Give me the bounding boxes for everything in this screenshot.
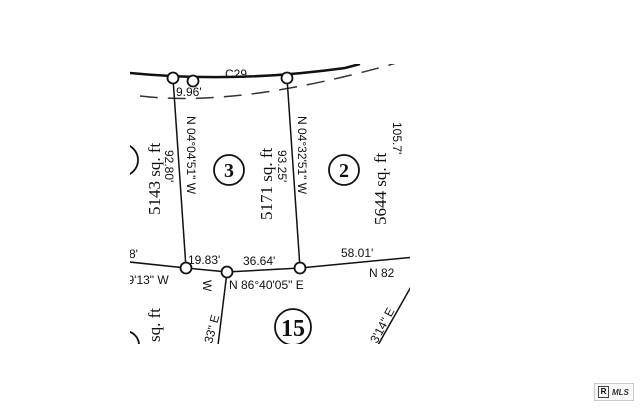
lot-line-left (172, 77, 187, 269)
segment-label: 58.01' (341, 246, 373, 260)
mls-label: MLS (612, 387, 629, 397)
mls-badge: R MLS (594, 383, 634, 401)
lot-number: 3 (224, 160, 234, 182)
lot-2-circle (328, 154, 360, 186)
corner-marker (166, 71, 180, 85)
line-bearing: 33" E (201, 313, 222, 345)
line-length: 105.7' (390, 122, 404, 154)
dashed-centerline (139, 64, 396, 100)
lot-3-circle (213, 154, 245, 186)
line-length: 92.80' (162, 150, 176, 182)
line-bearing: N 86°40'05" E (229, 278, 304, 292)
line-bearing: N 04°04'51" W (184, 116, 198, 195)
line-bearing: 3'14" E (367, 305, 397, 345)
line-bearing: °39'13" W (116, 273, 169, 287)
lot-number: 2 (339, 160, 349, 182)
corner-marker (293, 261, 307, 275)
segment-label: 19.83' (188, 253, 220, 267)
lot-15-circle (274, 308, 312, 344)
lot-area: sq. ft (145, 308, 164, 342)
segment-label: 9.96' (176, 85, 202, 99)
segment-label: .18' (119, 247, 138, 261)
lot-line-lower-right (377, 287, 410, 344)
corner-marker (280, 71, 294, 85)
corner-marker (220, 265, 234, 279)
lot-area: 5644 sq. ft (371, 152, 390, 225)
line-bearing: N 82 (369, 266, 395, 280)
line-bearing: N 04°32'51" W (295, 116, 309, 195)
lot-line-right (286, 77, 301, 269)
lot-partial-circle (130, 145, 139, 175)
realtor-logo-icon: R (598, 386, 609, 398)
lot-number: 15 (281, 316, 305, 342)
corner-marker (179, 261, 193, 275)
corner-marker (186, 74, 200, 88)
segment-label: 36.64' (243, 254, 275, 268)
lot-area: 5171 sq. ft (257, 147, 276, 220)
lot-area: 5143 sq. ft (145, 142, 164, 215)
lot-line-lower (217, 271, 228, 344)
road-curve (130, 64, 361, 79)
svg-text:W: W (200, 280, 214, 292)
curve-label: C29 (225, 67, 247, 81)
lot-partial-circle (130, 330, 140, 344)
line-length: 93.25' (275, 150, 289, 182)
